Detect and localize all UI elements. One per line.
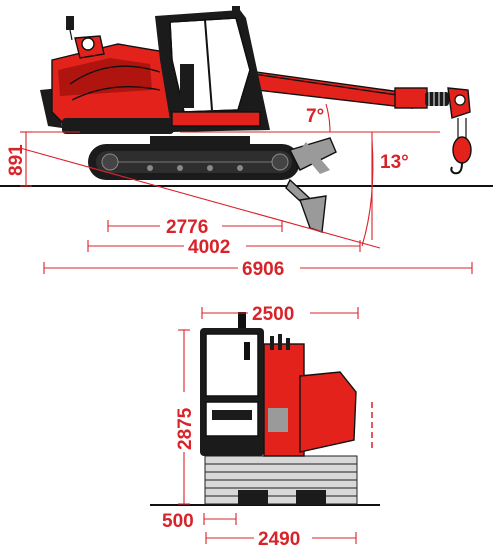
front-view: 2500 2875 500 2490 (150, 304, 380, 547)
offset-label: 500 (162, 511, 194, 532)
dimension-6906: 6906 (43, 259, 473, 280)
machine-body (40, 16, 179, 134)
dim-6906-label: 6906 (242, 259, 284, 280)
dimension-2875: 2875 (175, 329, 196, 505)
slope-line (19, 147, 381, 249)
front-body (263, 334, 373, 457)
operator-cab (155, 6, 270, 132)
width-top-label: 2500 (252, 304, 294, 325)
boom-angle-arc (325, 103, 331, 133)
side-view: 7° 13° 891 2776 4002 (0, 6, 493, 280)
dimension-2500: 2500 (201, 304, 359, 325)
dimension-2776: 2776 (107, 217, 283, 238)
height-offset-label: 891 (6, 144, 27, 176)
hook-block (450, 118, 472, 175)
front-track (204, 455, 358, 505)
dimension-891: 891 (6, 131, 80, 187)
height-label: 2875 (175, 407, 196, 450)
dim-2776-label: 2776 (166, 217, 208, 238)
dimension-4002: 4002 (87, 237, 361, 258)
boom-angle-label: 7° (306, 106, 324, 127)
slope-angle-label: 13° (380, 152, 409, 173)
track-width-label: 2490 (258, 529, 300, 547)
dim-4002-label: 4002 (188, 237, 230, 258)
front-cab (200, 312, 264, 456)
dimension-2490: 2490 (205, 529, 357, 547)
dimension-500: 500 (162, 511, 237, 532)
slope-angle-arc (361, 139, 374, 247)
stabilizer-leg (285, 137, 337, 233)
crawler-track (88, 136, 300, 180)
